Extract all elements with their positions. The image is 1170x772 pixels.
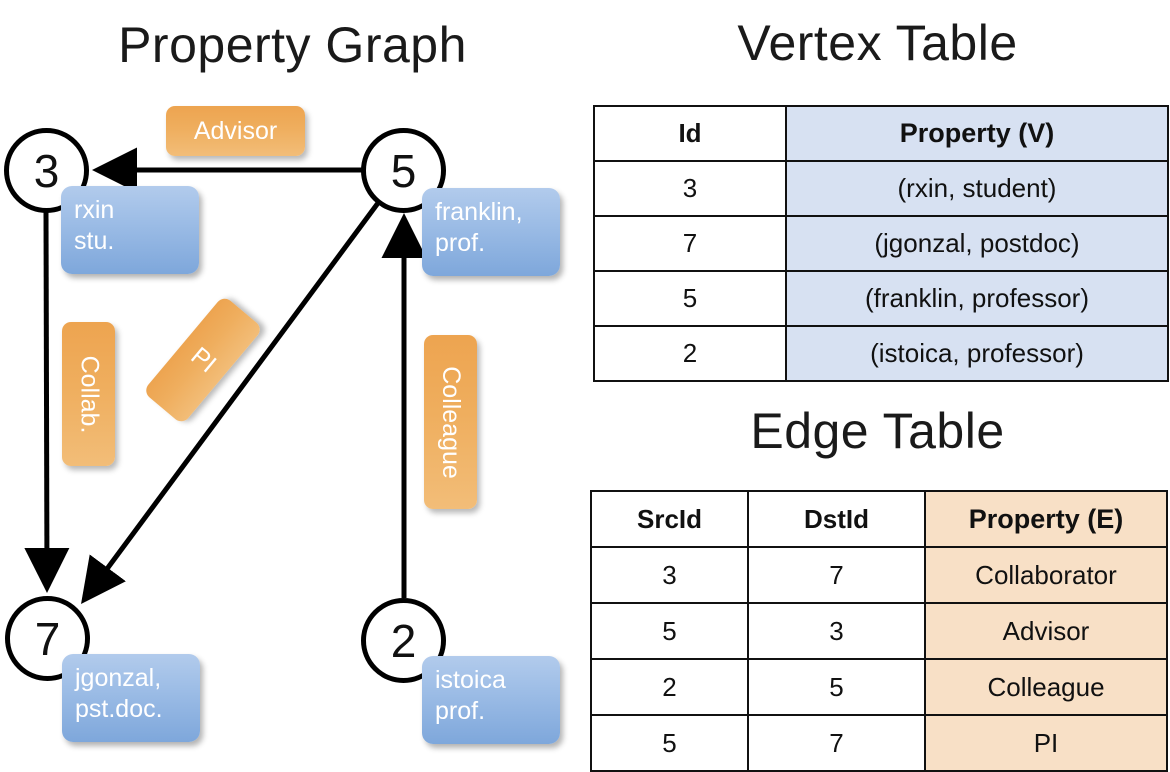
table-row: 2 5 Colleague — [590, 658, 1168, 716]
edge-cell-dstid: 3 — [747, 602, 926, 660]
edge-cell-property: Collaborator — [924, 546, 1168, 604]
vertex-cell-property: (franklin, professor) — [785, 270, 1169, 327]
edge-cell-dstid: 7 — [747, 714, 926, 772]
graph-node-7-property-box: jgonzal, pst.doc. — [62, 654, 200, 742]
graph-node-3-prop-line-2: stu. — [74, 226, 115, 255]
graph-node-3-id: 3 — [33, 144, 60, 197]
vertex-cell-property: (jgonzal, postdoc) — [785, 215, 1169, 272]
graph-node-7-prop-line-1: jgonzal, — [75, 664, 162, 692]
graph-node-2[interactable]: 2 — [361, 598, 446, 683]
edge-table: SrcId DstId Property (E) 3 7 Collaborato… — [590, 490, 1168, 772]
vertex-cell-id: 3 — [593, 160, 787, 217]
edge-label-pi-text: PI — [185, 341, 222, 378]
edge-label-colleague: Colleague — [424, 335, 477, 509]
edge-5-to-7 — [81, 201, 381, 605]
edge-table-header-dstid: DstId — [747, 490, 926, 548]
table-row: 3 (rxin, student) — [593, 160, 1169, 217]
edge-cell-property: Advisor — [924, 602, 1168, 660]
graph-node-5[interactable]: 5 — [361, 128, 446, 213]
graph-node-2-prop-line-2: prof. — [435, 696, 486, 725]
edge-cell-srcid: 3 — [590, 546, 749, 604]
edge-label-colleague-text: Colleague — [437, 365, 465, 479]
vertex-cell-id: 2 — [593, 325, 787, 382]
edge-table-header-property: Property (E) — [924, 490, 1168, 548]
vertex-table-header-property: Property (V) — [785, 105, 1169, 162]
graph-node-2-property-box: istoica prof. — [422, 656, 560, 744]
page-title-edge-table: Edge Table — [750, 403, 1005, 459]
edge-label-advisor-text: Advisor — [193, 116, 278, 145]
table-row: 3 7 Collaborator — [590, 546, 1168, 604]
table-row: 5 3 Advisor — [590, 602, 1168, 660]
graph-node-2-id: 2 — [390, 614, 417, 667]
vertex-cell-id: 7 — [593, 215, 787, 272]
graph-node-5-prop-line-1: franklin, — [435, 198, 523, 226]
vertex-table: Id Property (V) 3 (rxin, student) 7 (jgo… — [593, 105, 1169, 382]
vertex-cell-id: 5 — [593, 270, 787, 327]
graph-node-7-id: 7 — [34, 612, 61, 665]
graph-node-5-property-box: franklin, prof. — [422, 188, 560, 276]
page-title-property-graph: Property Graph — [118, 17, 467, 73]
graph-edges-layer — [24, 147, 427, 605]
edge-cell-property: Colleague — [924, 658, 1168, 716]
edge-3-to-7 — [24, 211, 70, 593]
edge-table-header-row: SrcId DstId Property (E) — [590, 490, 1168, 548]
edge-cell-dstid: 7 — [747, 546, 926, 604]
graph-node-5-prop-line-2: prof. — [435, 228, 486, 257]
graph-node-5-id: 5 — [390, 144, 417, 197]
edge-table-header-srcid: SrcId — [590, 490, 749, 548]
vertex-cell-property: (rxin, student) — [785, 160, 1169, 217]
table-row: 7 (jgonzal, postdoc) — [593, 215, 1169, 272]
edge-label-collaborator: Collab. — [62, 322, 115, 466]
vertex-table-header-id: Id — [593, 105, 787, 162]
graph-node-2-prop-line-1: istoica — [435, 666, 506, 694]
graph-node-3-property-box: rxin stu. — [61, 186, 199, 274]
page-title-vertex-table: Vertex Table — [737, 15, 1018, 71]
edge-cell-dstid: 5 — [747, 658, 926, 716]
edge-cell-srcid: 5 — [590, 602, 749, 660]
edge-cell-srcid: 2 — [590, 658, 749, 716]
vertex-cell-property: (istoica, professor) — [785, 325, 1169, 382]
edge-cell-property: PI — [924, 714, 1168, 772]
vertex-table-header-row: Id Property (V) — [593, 105, 1169, 162]
table-row: 5 (franklin, professor) — [593, 270, 1169, 327]
table-row: 5 7 PI — [590, 714, 1168, 772]
edge-label-collaborator-text: Collab. — [75, 355, 104, 433]
graph-node-7-prop-line-2: pst.doc. — [75, 694, 163, 723]
edge-label-advisor: Advisor — [166, 106, 305, 156]
table-row: 2 (istoica, professor) — [593, 325, 1169, 382]
graph-node-3-prop-line-1: rxin — [74, 196, 115, 224]
edge-cell-srcid: 5 — [590, 714, 749, 772]
